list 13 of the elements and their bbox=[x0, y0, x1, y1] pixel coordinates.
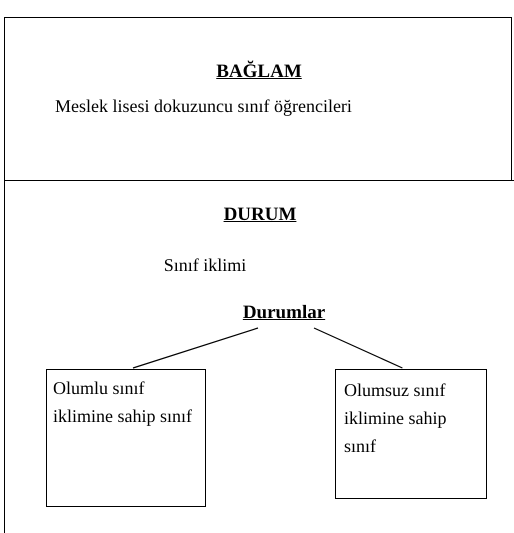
section-panel bbox=[4, 180, 514, 533]
box-text: Olumsuz sınıf iklimine sahip sınıf bbox=[344, 379, 448, 458]
body-text: Meslek lisesi dokuzuncu sınıf öğrencileri bbox=[55, 95, 353, 118]
text-box bbox=[335, 369, 487, 499]
connector-line bbox=[132, 327, 258, 369]
section-heading: BAĞLAM bbox=[215, 60, 303, 84]
section-heading: DURUM bbox=[222, 203, 298, 227]
section-panel bbox=[4, 17, 512, 181]
box-text: Olumlu sınıf iklimine sahip sınıf bbox=[53, 377, 193, 428]
subheading: Durumlar bbox=[239, 299, 329, 327]
body-text: Sınıf iklimi bbox=[162, 254, 248, 277]
text-box bbox=[46, 369, 206, 507]
connector-line bbox=[314, 327, 403, 369]
